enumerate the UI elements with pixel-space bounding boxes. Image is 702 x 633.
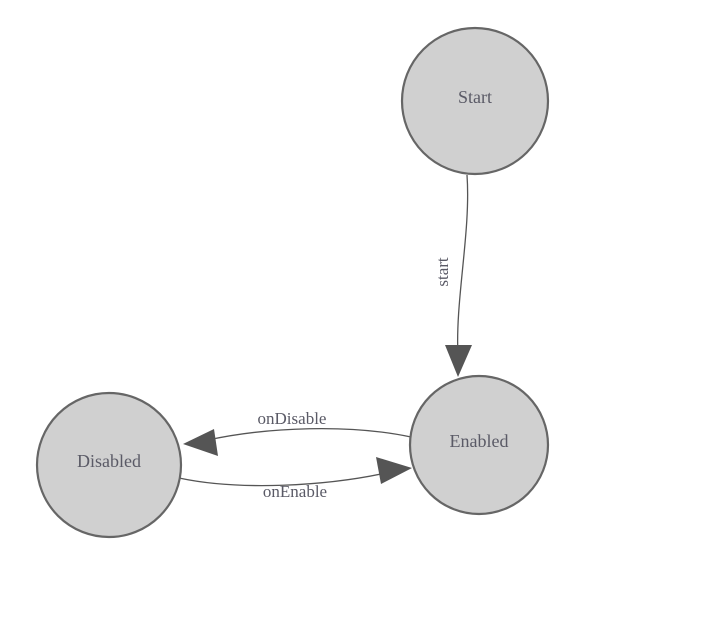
node-enabled-label: Enabled — [450, 431, 509, 451]
edge-path-on-enable — [178, 472, 387, 487]
node-start-label: Start — [458, 87, 492, 107]
edge-disabled-to-enabled[interactable]: onEnable — [178, 457, 412, 501]
edge-path-on-disable — [207, 427, 412, 441]
node-enabled-circle — [408, 374, 550, 516]
node-enabled[interactable]: Enabled — [408, 374, 550, 516]
arrowhead-enabled-to-disabled-icon — [183, 429, 218, 456]
node-disabled-circle — [35, 391, 183, 539]
edge-label-on-enable: onEnable — [263, 482, 327, 501]
arrowhead-start-to-enabled-icon — [445, 345, 472, 377]
node-start-circle — [400, 26, 550, 176]
node-start[interactable]: Start — [400, 26, 550, 176]
edge-start-to-enabled[interactable]: start — [433, 174, 472, 377]
arrowhead-disabled-to-enabled-icon — [376, 457, 412, 484]
edge-path-start — [456, 174, 469, 357]
edge-enabled-to-disabled[interactable]: onDisable — [183, 409, 412, 456]
edge-label-start: start — [433, 257, 452, 287]
node-disabled-label: Disabled — [77, 451, 141, 471]
edge-label-on-disable: onDisable — [258, 409, 327, 428]
node-disabled[interactable]: Disabled — [35, 391, 183, 539]
